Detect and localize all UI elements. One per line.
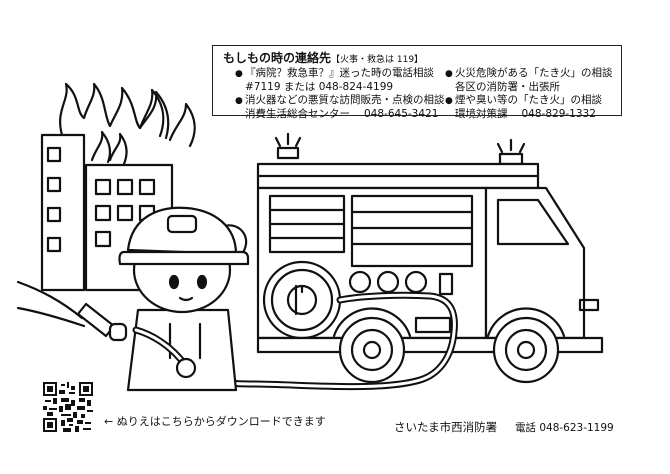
fire-department-name: さいたま市西消防署 bbox=[394, 420, 498, 434]
fire-truck-icon bbox=[256, 132, 604, 384]
qr-code-icon[interactable] bbox=[43, 382, 93, 432]
fire-hose-icon bbox=[182, 291, 458, 391]
contact-left-column: ●『病院？救急車？』迷った時の電話相談 #7119 または 048-824-41… bbox=[235, 67, 445, 121]
firefighter-icon bbox=[16, 206, 250, 392]
contact-title: もしもの時の連絡先【火事・救急は 119】 bbox=[223, 51, 424, 66]
contact-info-box: もしもの時の連絡先【火事・救急は 119】 ●『病院？救急車？』迷った時の電話相… bbox=[212, 45, 622, 120]
download-note: ← ぬりえはこちらからダウンロードできます bbox=[104, 415, 326, 428]
contact-right-column: ●火災危険がある「たき火」の相談 各区の消防署・出張所 ●煙や臭い等の「たき火」… bbox=[445, 67, 613, 121]
contact-item-medical: ●『病院？救急車？』迷った時の電話相談 #7119 または 048-824-41… bbox=[235, 67, 434, 93]
fire-department-phone: 電話 048-623-1199 bbox=[515, 422, 614, 434]
contact-item-bonfire-danger: ●火災危険がある「たき火」の相談 各区の消防署・出張所 bbox=[445, 67, 613, 93]
